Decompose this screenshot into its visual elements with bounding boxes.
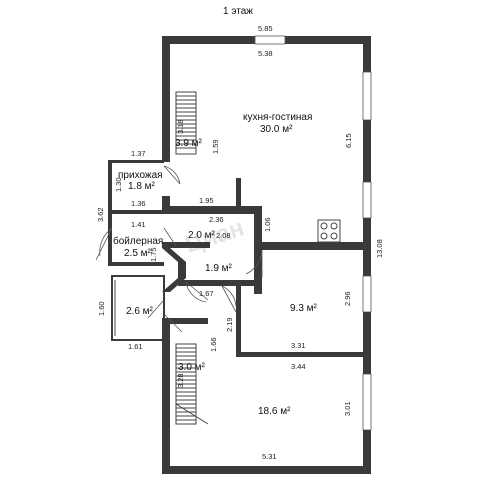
stove-icon bbox=[317, 219, 341, 243]
dimension-labels: 5.85 5.38 6.15 13.08 3.18 1.59 1.37 1.30… bbox=[96, 24, 384, 461]
interior-walls bbox=[162, 178, 370, 357]
room-area-hall: 1.8 м² bbox=[128, 181, 156, 192]
dim-boiler-top: 1.41 bbox=[131, 220, 146, 229]
window-top bbox=[254, 35, 286, 45]
window-right-1 bbox=[362, 71, 372, 121]
dim-r19-bottom: 1.67 bbox=[199, 289, 214, 298]
window-right-4 bbox=[362, 373, 372, 431]
dim-r26-bottom: 1.61 bbox=[128, 342, 143, 351]
room-area-18-6: 18.6 м² bbox=[258, 406, 291, 417]
dim-r20-right: 2.08 bbox=[216, 231, 231, 240]
room-area-boiler: 2.5 м² bbox=[124, 248, 152, 259]
dim-r20-side: 1.06 bbox=[263, 217, 272, 232]
room-name-hall: прихожая bbox=[118, 170, 163, 181]
dim-top-outer: 5.85 bbox=[258, 24, 273, 33]
window-right-3 bbox=[362, 275, 372, 313]
dim-left-mid: 3.62 bbox=[96, 207, 105, 222]
dim-r93-right: 2.96 bbox=[343, 291, 352, 306]
room-area-stair-upper: 3.9 м² bbox=[175, 138, 203, 149]
dim-boiler-side: 1.75 bbox=[149, 247, 158, 262]
room-name-kitchen-living: кухня-гостиная bbox=[243, 112, 312, 123]
stair-lower bbox=[175, 343, 209, 425]
dim-kitchen-right: 6.15 bbox=[344, 133, 353, 148]
dim-r26-left: 1.60 bbox=[97, 301, 106, 316]
dim-hall-side: 1.30 bbox=[114, 177, 123, 192]
room-area-2-6: 2.6 м² bbox=[126, 306, 154, 317]
dim-total-right: 13.08 bbox=[375, 239, 384, 258]
dim-hall-top: 1.37 bbox=[131, 149, 146, 158]
dim-r186-top: 3.44 bbox=[291, 362, 306, 371]
dim-hall-bottom: 1.36 bbox=[131, 199, 146, 208]
dim-r20-top: 2.36 bbox=[209, 215, 224, 224]
doors bbox=[95, 165, 263, 333]
room-area-1-9: 1.9 м² bbox=[205, 263, 233, 274]
room-area-kitchen-living: 30.0 м² bbox=[260, 124, 293, 135]
dim-r93-bottom: 3.31 bbox=[291, 341, 306, 350]
dim-bottom-inner: 5.31 bbox=[262, 452, 277, 461]
dim-r186-right: 3.01 bbox=[343, 401, 352, 416]
annex-walls bbox=[108, 160, 165, 341]
dim-top-inner: 5.38 bbox=[258, 49, 273, 58]
dim-stair-upper-side: 1.59 bbox=[211, 139, 220, 154]
floor-title: 1 этаж bbox=[223, 6, 253, 17]
room-area-9-3: 9.3 м² bbox=[290, 303, 318, 314]
dim-corr-top: 1.95 bbox=[199, 196, 214, 205]
stair-upper bbox=[175, 91, 197, 155]
room-area-stair-lower: 3.0 м² bbox=[178, 362, 206, 373]
window-right-2 bbox=[362, 181, 372, 219]
dim-stair-upper-len: 3.18 bbox=[176, 119, 185, 134]
dim-stair-lower-len: 3.28 bbox=[176, 373, 185, 388]
room-name-boiler: бойлерная bbox=[113, 235, 163, 247]
dim-r93-left: 2.19 bbox=[225, 317, 234, 332]
room-labels: кухня-гостиная 30.0 м² прихожая 1.8 м² б… bbox=[113, 112, 318, 417]
room-area-2-0: 2.0 м² bbox=[188, 230, 216, 241]
dim-stair-lower-side: 1.66 bbox=[209, 337, 218, 352]
